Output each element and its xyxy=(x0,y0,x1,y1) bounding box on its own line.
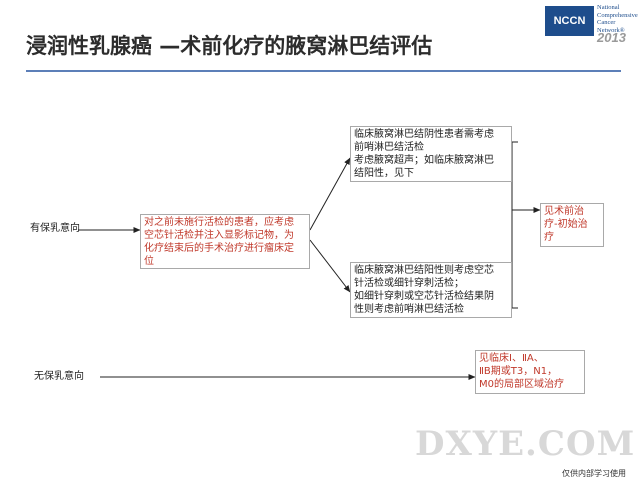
preop-line-2: 疗-初始治 xyxy=(544,219,588,230)
node-negative-box: 临床腋窝淋巴结阴性患者需考虑 前哨淋巴结活检 考虑腋窝超声；如临床腋窝淋巴 结阳… xyxy=(350,126,512,182)
biopsy-line-4: 位 xyxy=(144,256,154,267)
positive-line-1: 临床腋窝淋巴结阳性则考虑空芯 xyxy=(354,265,494,276)
logo-subtitle: National Comprehensive Cancer Network® xyxy=(597,4,638,34)
branch-breast-conserving: 有保乳意向 xyxy=(30,223,80,234)
logo-year: 2013 xyxy=(597,30,626,45)
local-line-2: ⅡB期或T3，N1， xyxy=(479,366,558,377)
nccn-logo: NCCN National Comprehensive Cancer Netwo… xyxy=(545,4,640,45)
negative-line-4: 结阳性，见下 xyxy=(354,168,414,179)
watermark: DXYE.COM xyxy=(415,424,636,464)
preop-box: 见术前治 疗-初始治 疗 xyxy=(540,203,604,247)
positive-line-4: 性则考虑前哨淋巴结活检 xyxy=(354,304,464,315)
logo-abbr: NCCN xyxy=(545,6,594,36)
arrow-biopsy-to-negative xyxy=(309,157,351,231)
local-therapy-box: 见临床Ⅰ、ⅡA、 ⅡB期或T3，N1， M0的局部区域治疗 xyxy=(475,350,585,394)
title-divider xyxy=(26,70,621,72)
local-line-1: 见临床Ⅰ、ⅡA、 xyxy=(479,353,544,364)
arrow-biopsy-to-positive xyxy=(309,239,351,293)
footer-note: 仅供内部学习使用 xyxy=(562,469,626,478)
branch-no-breast-conserving: 无保乳意向 xyxy=(34,371,84,382)
local-line-3: M0的局部区域治疗 xyxy=(479,379,564,390)
biopsy-box: 对之前未施行活检的患者，应考虑 空芯针活检并注入显影标记物，为 化疗结束后的手术… xyxy=(140,214,310,269)
negative-line-3: 考虑腋窝超声；如临床腋窝淋巴 xyxy=(354,155,494,166)
node-positive-box: 临床腋窝淋巴结阳性则考虑空芯 针活检或细针穿刺活检； 如细针穿刺或空芯针活检结果… xyxy=(350,262,512,318)
negative-line-1: 临床腋窝淋巴结阴性患者需考虑 xyxy=(354,129,494,140)
preop-line-3: 疗 xyxy=(544,232,554,243)
positive-line-2: 针活检或细针穿刺活检； xyxy=(354,278,464,289)
slide-title: 浸润性乳腺癌 —术前化疗的腋窝淋巴结评估 xyxy=(26,34,433,58)
preop-line-1: 见术前治 xyxy=(544,206,584,217)
biopsy-line-3: 化疗结束后的手术治疗进行瘤床定 xyxy=(144,243,294,254)
negative-line-2: 前哨淋巴结活检 xyxy=(354,142,424,153)
biopsy-line-1: 对之前未施行活检的患者，应考虑 xyxy=(144,217,294,228)
biopsy-line-2: 空芯针活检并注入显影标记物，为 xyxy=(144,230,294,241)
positive-line-3: 如细针穿刺或空芯针活检结果阴 xyxy=(354,291,494,302)
